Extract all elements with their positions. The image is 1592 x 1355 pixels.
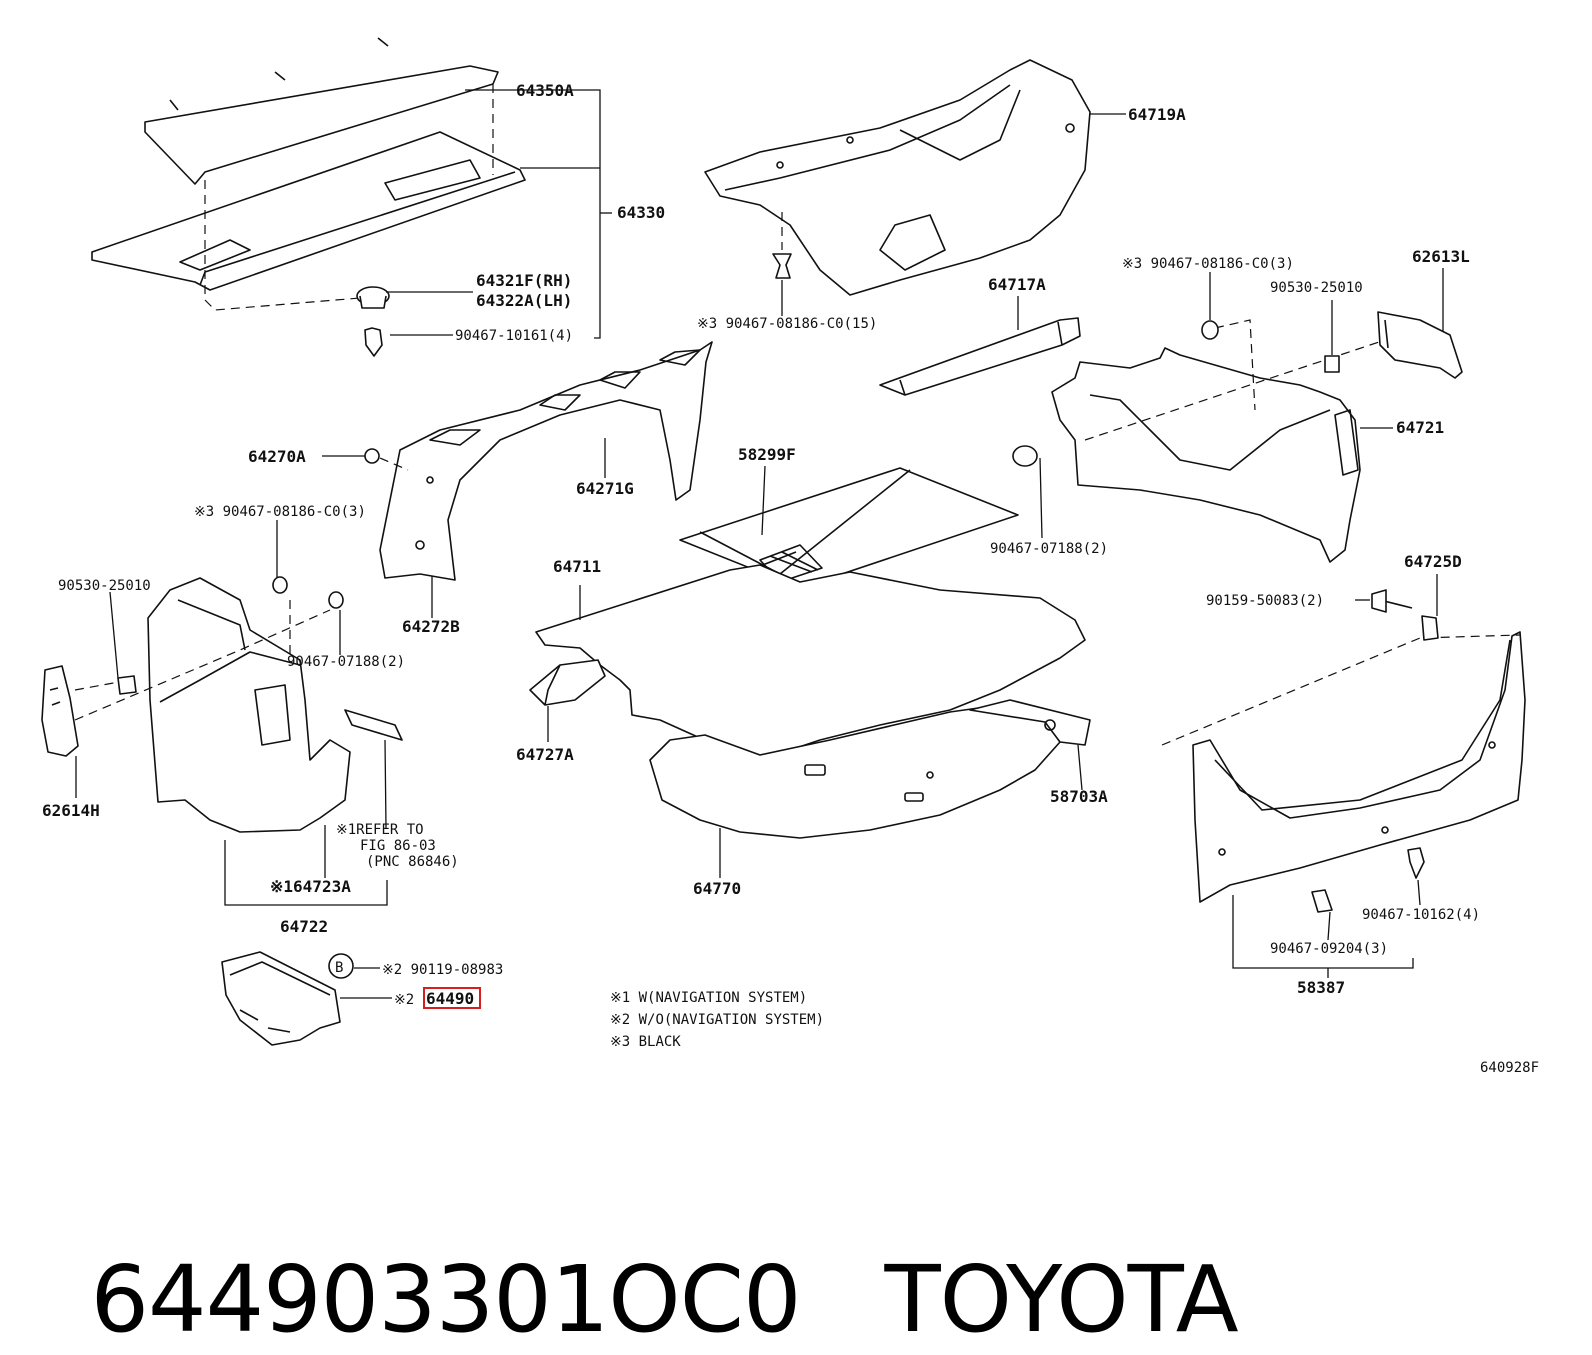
tonneau-cover-drawing bbox=[91, 37, 526, 357]
label-refer-line3: (PNC 86846) bbox=[366, 854, 459, 870]
label-refer-line1: ※1REFER TO bbox=[336, 822, 424, 838]
label-90467-08186-right: ※3 90467-08186-C0(3) bbox=[1122, 256, 1294, 272]
label-90530-right: 90530-25010 bbox=[1270, 280, 1363, 296]
label-refer-line2: FIG 86-03 bbox=[360, 838, 436, 854]
label-64722: 64722 bbox=[280, 917, 328, 936]
label-64490-prefix: ※2 bbox=[394, 992, 414, 1008]
label-90467-09204: 90467-09204(3) bbox=[1270, 941, 1388, 957]
part-number: 644903301OC0 bbox=[90, 1246, 802, 1353]
label-64721: 64721 bbox=[1396, 418, 1444, 437]
part-64727A-drawing bbox=[529, 659, 606, 706]
label-64727A: 64727A bbox=[516, 745, 574, 764]
label-64719A: 64719A bbox=[1128, 105, 1186, 124]
label-90530-left: 90530-25010 bbox=[58, 578, 151, 594]
bracket-62613L-drawing bbox=[1377, 311, 1463, 379]
parts-diagram: 64350A 64330 64321F(RH) 64322A(LH) 90467… bbox=[41, 37, 1539, 1076]
bracket-64717A-drawing bbox=[879, 317, 1081, 396]
label-64330: 64330 bbox=[617, 203, 665, 222]
label-58387: 58387 bbox=[1297, 978, 1345, 997]
label-b-circle: B bbox=[335, 960, 343, 976]
label-62614H: 62614H bbox=[42, 801, 100, 820]
label-62613L: 62613L bbox=[1412, 247, 1470, 266]
label-64322A: 64322A(LH) bbox=[476, 291, 572, 310]
label-64270A: 64270A bbox=[248, 447, 306, 466]
trunk-mat-64711-drawing bbox=[535, 564, 1086, 761]
highlight-64490-box bbox=[423, 987, 481, 1009]
label-64272B: 64272B bbox=[402, 617, 460, 636]
label-90467-08186-left: ※3 90467-08186-C0(3) bbox=[194, 504, 366, 520]
label-90467-07188-right: 90467-07188(2) bbox=[990, 541, 1108, 557]
left-side-box-drawing bbox=[74, 576, 403, 833]
label-64350A: 64350A bbox=[516, 81, 574, 100]
label-64725D: 64725D bbox=[1404, 552, 1462, 571]
label-58299F: 58299F bbox=[738, 445, 796, 464]
bracket-62614H-drawing bbox=[41, 665, 79, 757]
label-90467-10161: 90467-10161(4) bbox=[455, 328, 573, 344]
label-64490: 64490 bbox=[426, 989, 474, 1008]
right-quarter-trim-drawing bbox=[1012, 319, 1431, 563]
note-no-navigation: ※2 W/O(NAVIGATION SYSTEM) bbox=[610, 1012, 824, 1028]
caption: 644903301OC0 TOYOTA bbox=[34, 1135, 1239, 1353]
label-90119: ※2 90119-08983 bbox=[382, 962, 503, 978]
figure-code: 640928F bbox=[1480, 1060, 1539, 1076]
label-90467-07188-left: 90467-07188(2) bbox=[287, 654, 405, 670]
label-64271G: 64271G bbox=[576, 479, 634, 498]
label-64770: 64770 bbox=[693, 879, 741, 898]
label-90467-08186-15: ※3 90467-08186-C0(15) bbox=[697, 316, 877, 332]
trunk-lid-trim-drawing bbox=[704, 59, 1091, 296]
left-quarter-trim-drawing bbox=[364, 341, 713, 581]
tray-64490-drawing bbox=[221, 951, 341, 1046]
label-64717A: 64717A bbox=[988, 275, 1046, 294]
label-64711: 64711 bbox=[553, 557, 601, 576]
trunk-mat-64770-drawing bbox=[649, 699, 1091, 839]
label-64723A: ※164723A bbox=[270, 877, 351, 896]
note-navigation: ※1 W(NAVIGATION SYSTEM) bbox=[610, 990, 807, 1006]
label-64321F: 64321F(RH) bbox=[476, 271, 572, 290]
brand-name: TOYOTA bbox=[884, 1246, 1238, 1353]
rear-trim-58387-drawing bbox=[1161, 589, 1526, 913]
label-90159: 90159-50083(2) bbox=[1206, 593, 1324, 609]
note-black: ※3 BLACK bbox=[610, 1034, 681, 1050]
label-58703A: 58703A bbox=[1050, 787, 1108, 806]
label-90467-10162: 90467-10162(4) bbox=[1362, 907, 1480, 923]
